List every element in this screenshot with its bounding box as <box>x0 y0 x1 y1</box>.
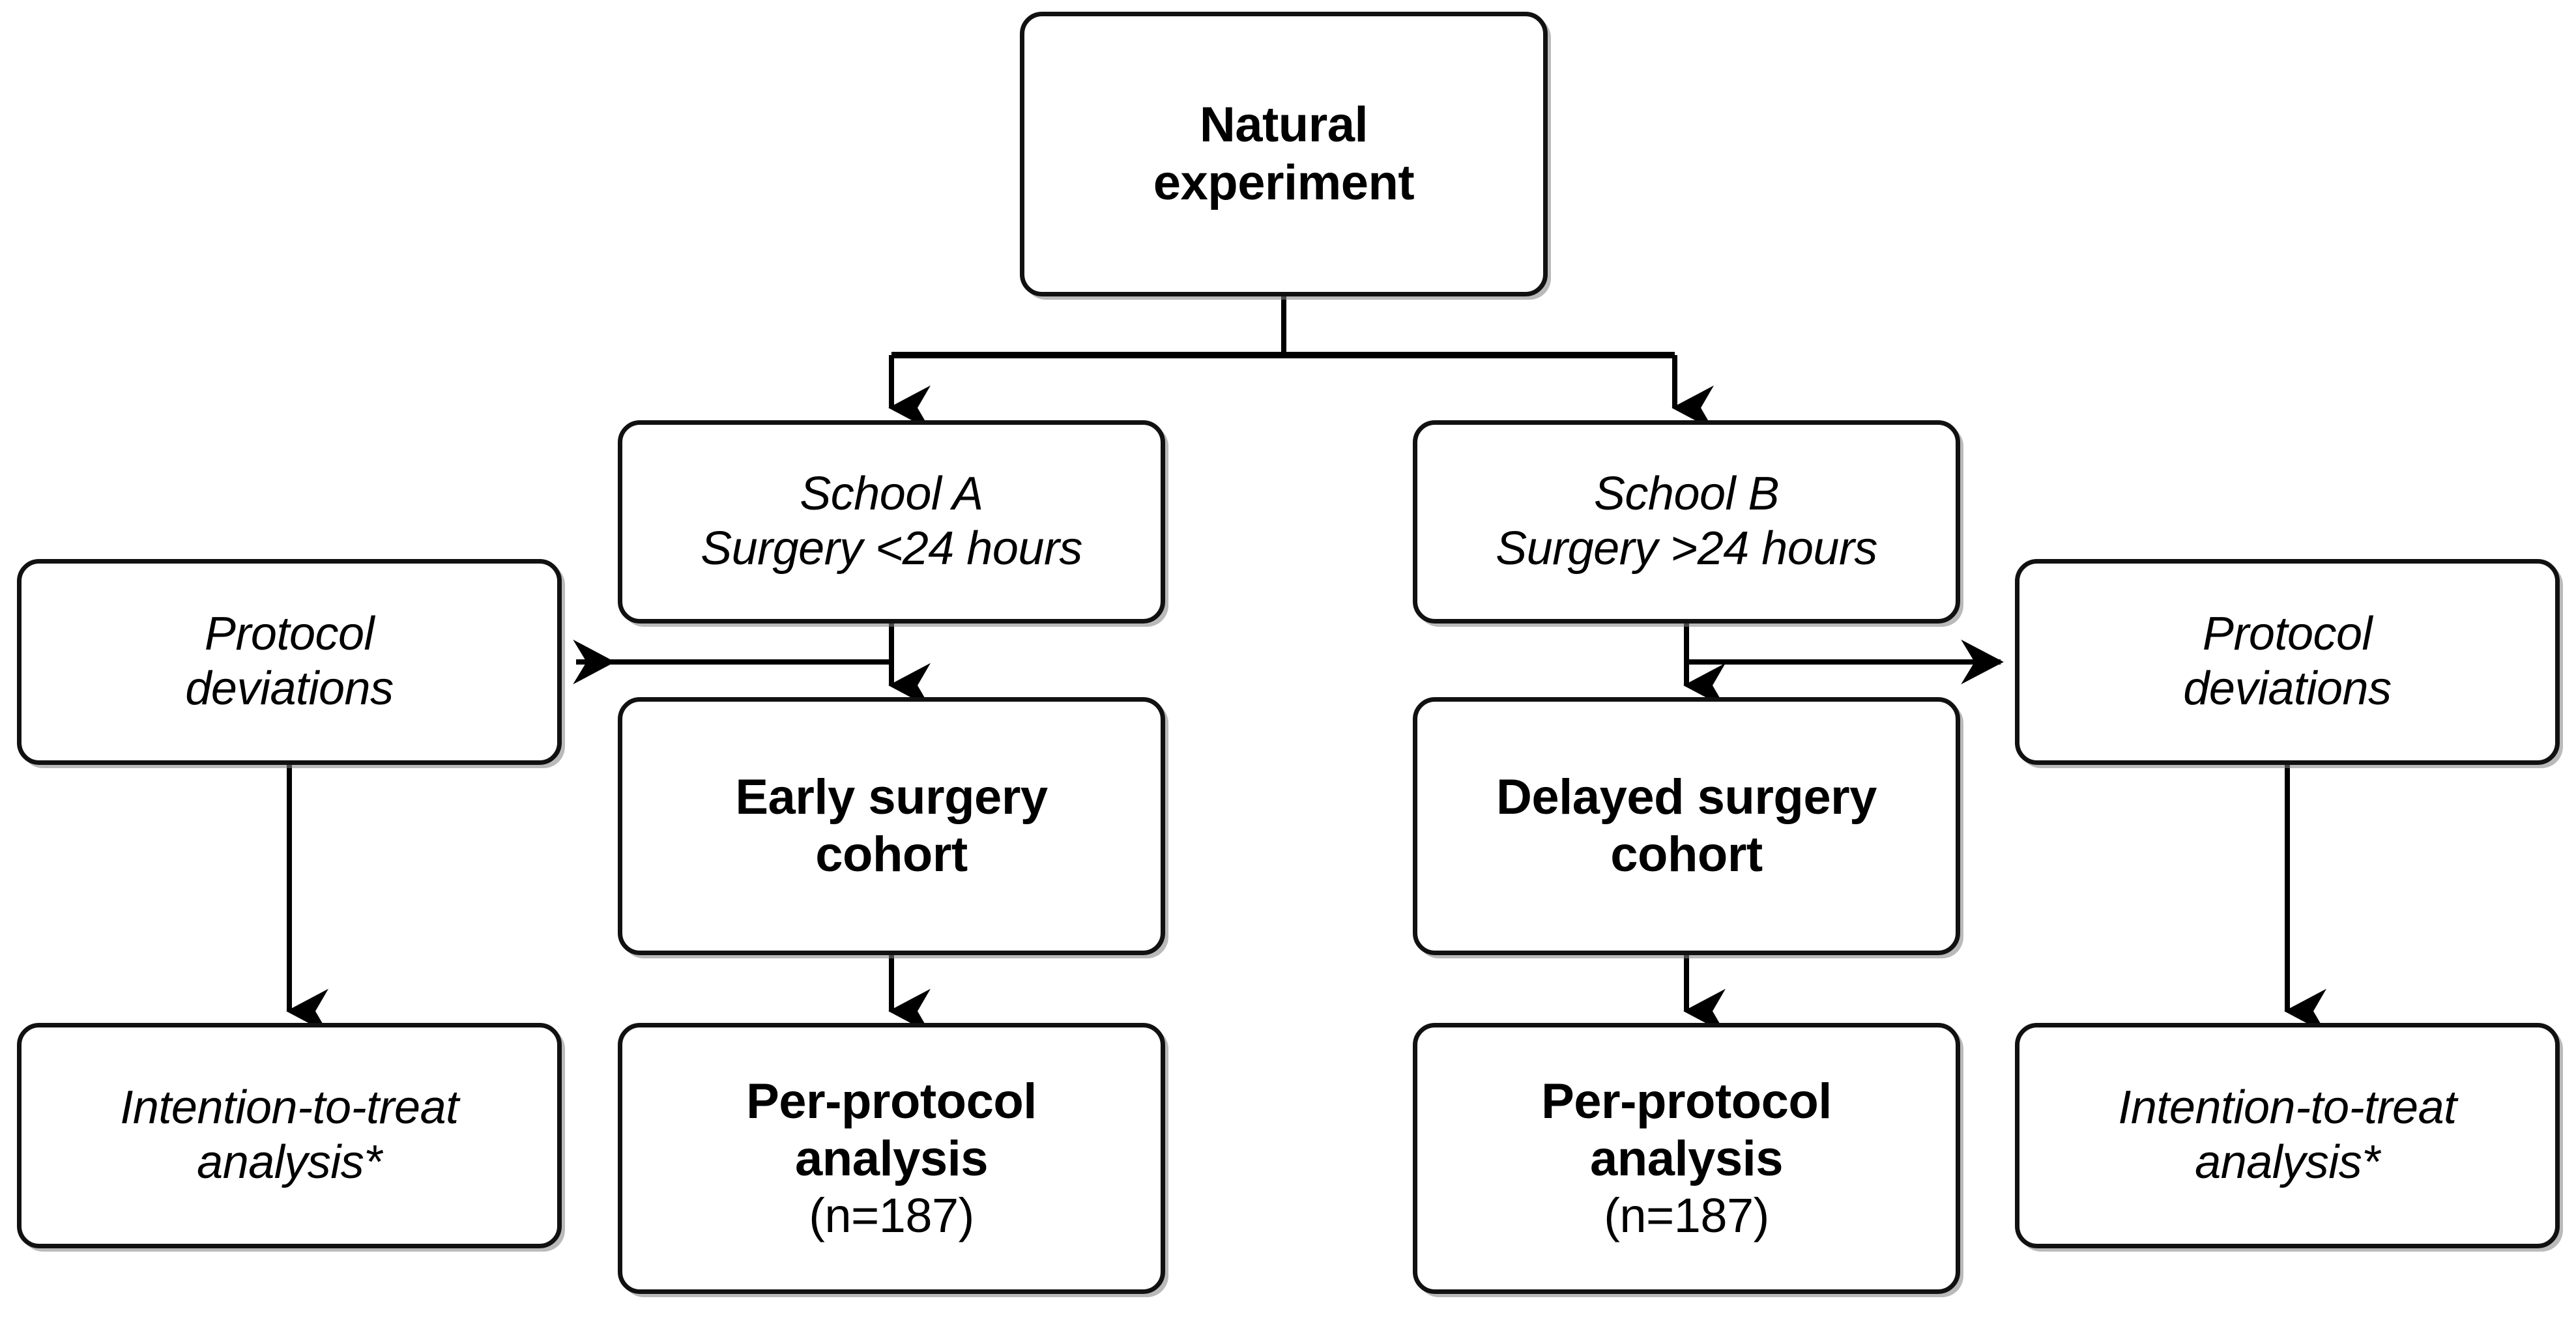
node-school-b[interactable]: School B Surgery >24 hours <box>1413 420 1960 624</box>
node-protocol-deviations-left-line2: deviations <box>185 663 394 715</box>
node-intention-to-treat-analysis-right-line2: analysis* <box>2195 1136 2380 1188</box>
node-protocol-deviations-right-line1: Protocol <box>2202 608 2373 661</box>
node-delayed-surgery-cohort[interactable]: Delayed surgery cohort <box>1413 697 1960 955</box>
node-intention-to-treat-analysis-right-line1: Intention-to-treat <box>2118 1082 2457 1134</box>
node-per-protocol-analysis-right-line1: Per-protocol <box>1541 1073 1832 1129</box>
node-per-protocol-analysis-left-line2: analysis <box>795 1131 989 1187</box>
node-per-protocol-analysis-right[interactable]: Per-protocol analysis (n=187) <box>1413 1023 1960 1294</box>
node-natural-experiment-line2: experiment <box>1153 154 1415 210</box>
node-protocol-deviations-left-line1: Protocol <box>204 608 375 661</box>
connector-natural-to-schools <box>888 296 1714 431</box>
node-early-surgery-cohort-line2: cohort <box>815 827 968 882</box>
node-per-protocol-analysis-right-count: (n=187) <box>1604 1188 1769 1243</box>
node-school-b-line2: Surgery >24 hours <box>1496 523 1877 575</box>
node-intention-to-treat-analysis-left-line2: analysis* <box>197 1136 382 1188</box>
node-school-a[interactable]: School A Surgery <24 hours <box>618 420 1165 624</box>
node-per-protocol-analysis-right-line2: analysis <box>1590 1131 1784 1187</box>
node-intention-to-treat-analysis-right[interactable]: Intention-to-treat analysis* <box>2015 1023 2560 1248</box>
node-school-a-line1: School A <box>800 468 983 521</box>
node-intention-to-treat-analysis-left[interactable]: Intention-to-treat analysis* <box>17 1023 562 1248</box>
node-per-protocol-analysis-left[interactable]: Per-protocol analysis (n=187) <box>618 1023 1165 1294</box>
node-early-surgery-cohort-line1: Early surgery <box>735 769 1048 825</box>
node-natural-experiment-line1: Natural <box>1199 97 1368 153</box>
node-natural-experiment[interactable]: Natural experiment <box>1020 12 1548 296</box>
node-protocol-deviations-left[interactable]: Protocol deviations <box>17 559 562 765</box>
node-protocol-deviations-right-line2: deviations <box>2183 663 2392 715</box>
node-per-protocol-analysis-left-line1: Per-protocol <box>746 1073 1037 1129</box>
node-early-surgery-cohort[interactable]: Early surgery cohort <box>618 697 1165 955</box>
node-intention-to-treat-analysis-left-line1: Intention-to-treat <box>120 1082 459 1134</box>
node-school-b-line1: School B <box>1593 468 1780 521</box>
node-delayed-surgery-cohort-line1: Delayed surgery <box>1496 769 1877 825</box>
node-school-a-line2: Surgery <24 hours <box>701 523 1082 575</box>
node-delayed-surgery-cohort-line2: cohort <box>1610 827 1763 882</box>
node-protocol-deviations-right[interactable]: Protocol deviations <box>2015 559 2560 765</box>
node-per-protocol-analysis-left-count: (n=187) <box>809 1188 974 1243</box>
